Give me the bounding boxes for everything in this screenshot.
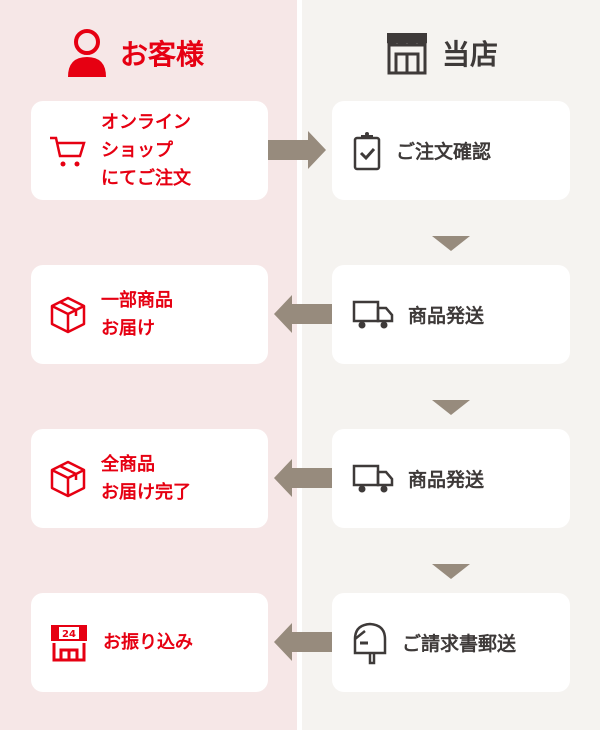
shop-title: 当店	[442, 38, 499, 71]
down-arrow	[432, 564, 470, 579]
cart-icon	[50, 136, 86, 166]
arrow-left	[274, 623, 332, 661]
arrow-left	[274, 295, 332, 333]
shop-step-invoice: ご請求書郵送	[332, 593, 570, 692]
arrow-right	[268, 131, 326, 169]
box-icon	[50, 460, 86, 497]
step-label: 全商品 お届け完了	[101, 453, 191, 503]
down-arrow	[432, 236, 470, 251]
box-icon	[50, 296, 86, 333]
shop-header: 当店	[384, 28, 498, 78]
truck-icon	[352, 300, 394, 328]
arrow-left	[274, 459, 332, 497]
person-icon	[68, 29, 106, 77]
customer-title: お客様	[120, 38, 205, 71]
customer-step-payment: 24 お振り込み	[31, 593, 268, 692]
truck-icon	[352, 464, 394, 492]
customer-step-order: オンライン ショップ にてご注文	[31, 101, 268, 200]
clipboard-check-icon	[353, 131, 381, 170]
step-label: 商品発送	[408, 305, 485, 327]
shop-step-ship-1: 商品発送	[332, 265, 570, 364]
step-label: ご請求書郵送	[402, 633, 517, 655]
convenience-store-24-icon: 24	[51, 624, 87, 661]
step-label: オンライン ショップ にてご注文	[101, 111, 191, 189]
shop-step-confirm: ご注文確認	[332, 101, 570, 200]
step-label: ご注文確認	[396, 141, 492, 163]
customer-header: お客様	[66, 28, 204, 78]
step-label: お振り込み	[103, 631, 193, 653]
shop-step-ship-2: 商品発送	[332, 429, 570, 528]
step-label: 商品発送	[408, 469, 485, 491]
down-arrow	[432, 400, 470, 415]
store-icon	[387, 33, 427, 75]
mailbox-icon	[353, 622, 387, 664]
customer-step-full-delivery: 全商品 お届け完了	[31, 429, 268, 528]
step-label: 一部商品 お届け	[101, 289, 173, 339]
customer-step-partial-delivery: 一部商品 お届け	[31, 265, 268, 364]
svg-text:24: 24	[62, 629, 76, 640]
